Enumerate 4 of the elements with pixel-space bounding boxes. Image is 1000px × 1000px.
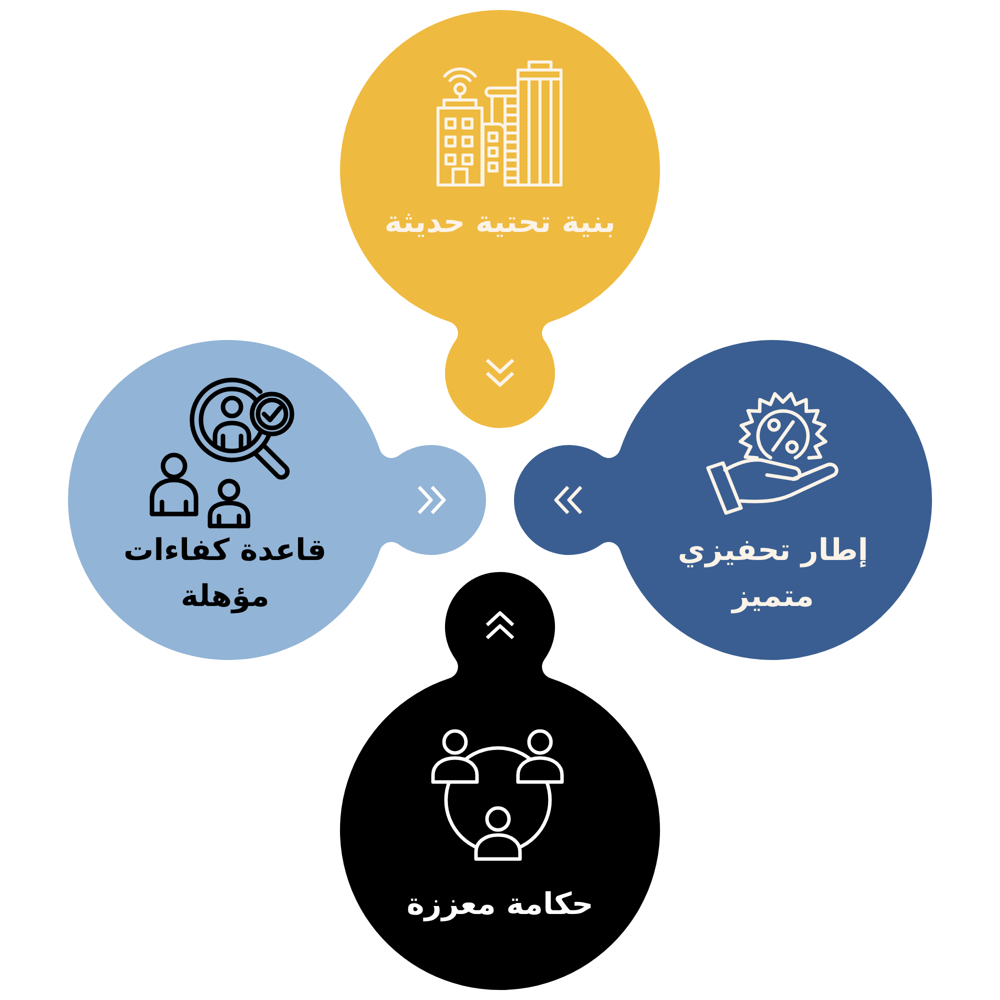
- node-label: حكامة معززة: [406, 886, 594, 924]
- node-label: إطار تحفيزي متميز: [676, 532, 870, 616]
- node-label: قاعدة كفاءات مؤهلة: [122, 532, 328, 616]
- node-label: بنية تحتية حديثة: [383, 204, 617, 242]
